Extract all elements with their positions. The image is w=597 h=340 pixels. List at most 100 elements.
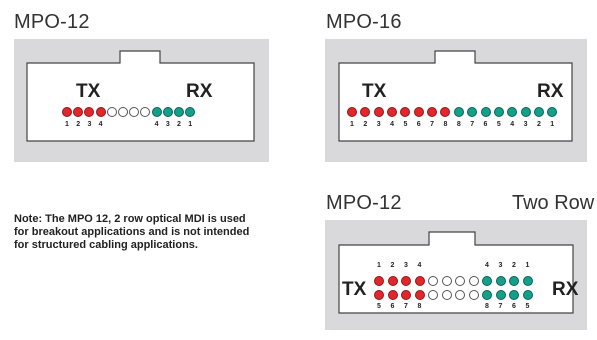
tx-fiber-number: 8	[417, 303, 422, 310]
tx-fiber-number: 6	[390, 303, 395, 310]
tx-fiber-number: 1	[65, 121, 69, 128]
rx-fiber-number: 1	[550, 121, 555, 128]
rx-fiber	[520, 107, 531, 117]
rx-fiber	[453, 107, 464, 117]
unused-fiber	[118, 107, 128, 117]
mpo12-rx-label: RX	[186, 81, 213, 102]
rx-fiber-number: 4	[510, 121, 515, 128]
rx-fiber	[509, 276, 519, 286]
tx-fiber	[360, 107, 371, 117]
unused-fiber	[106, 107, 117, 117]
rx-fiber-number: 2	[512, 262, 516, 269]
rx-fiber-number: 5	[525, 303, 530, 310]
tx-fiber	[73, 107, 84, 117]
mpo12-two-row-rx-label: RX	[552, 279, 579, 300]
rx-fiber-number: 7	[470, 121, 475, 128]
tx-fiber-number: 4	[98, 121, 103, 128]
tx-fiber	[95, 107, 106, 117]
tx-fiber	[84, 107, 95, 117]
tx-fiber-number: 2	[363, 121, 368, 128]
tx-fiber-number: 1	[377, 262, 381, 269]
rx-fiber-number: 6	[512, 303, 516, 310]
mpo16-title: MPO-16	[326, 11, 402, 33]
tx-fiber-number: 7	[404, 303, 408, 310]
unused-fiber	[455, 276, 465, 286]
tx-fiber	[414, 290, 425, 300]
rx-fiber-number: 4	[485, 262, 489, 269]
rx-fiber	[493, 107, 504, 117]
mpo12-two-row-connector-outline	[338, 231, 574, 314]
rx-fiber	[522, 276, 533, 286]
tx-fiber	[401, 276, 411, 286]
tx-fiber-number: 7	[430, 121, 435, 128]
rx-fiber	[509, 290, 519, 300]
rx-fiber-number: 1	[188, 121, 193, 128]
unused-fiber	[441, 290, 452, 300]
rx-fiber-number: 3	[165, 121, 170, 128]
tx-fiber	[413, 107, 424, 117]
rx-fiber-number: 5	[496, 121, 501, 128]
rx-fiber	[467, 107, 478, 117]
tx-fiber	[374, 276, 384, 286]
tx-fiber	[400, 107, 411, 117]
tx-fiber-number: 8	[443, 121, 448, 128]
rx-fiber	[482, 276, 492, 286]
tx-fiber	[401, 290, 411, 300]
unused-fiber	[129, 107, 140, 117]
tx-fiber-number: 5	[377, 303, 381, 310]
rx-fiber-number: 3	[498, 262, 503, 269]
tx-fiber-number: 2	[390, 262, 395, 269]
mpo12-tx-label: TX	[76, 81, 101, 102]
breakout-note: Note: The MPO 12, 2 row optical MDI is u…	[14, 213, 250, 251]
unused-fiber	[428, 290, 438, 300]
mpo16-connector-outline	[338, 50, 573, 142]
tx-fiber	[387, 107, 398, 117]
rx-fiber-number: 3	[523, 121, 528, 128]
rx-fiber	[151, 107, 162, 117]
mpo12-connector-outline	[26, 50, 255, 142]
rx-fiber-number: 8	[485, 303, 489, 310]
tx-fiber-number: 1	[350, 121, 354, 128]
tx-fiber-number: 3	[376, 121, 381, 128]
mpo12-two-row-tx-label: TX	[342, 279, 367, 300]
rx-fiber	[480, 107, 491, 117]
rx-fiber	[547, 107, 558, 117]
rx-fiber	[495, 276, 506, 286]
rx-fiber-number: 6	[483, 121, 488, 128]
tx-fiber-number: 4	[417, 262, 422, 269]
tx-fiber	[414, 276, 425, 286]
rx-fiber	[482, 290, 492, 300]
unused-fiber	[468, 276, 479, 286]
rx-fiber-number: 7	[498, 303, 503, 310]
tx-fiber	[347, 107, 357, 117]
tx-fiber	[387, 276, 398, 286]
rx-fiber	[522, 290, 533, 300]
tx-fiber-number: 2	[76, 121, 81, 128]
unused-fiber	[441, 276, 452, 286]
rx-fiber-number: 2	[177, 121, 181, 128]
unused-fiber	[455, 290, 465, 300]
mpo16-tx-label: TX	[362, 81, 387, 102]
mpo16-rx-label: RX	[537, 81, 564, 102]
tx-fiber	[427, 107, 438, 117]
rx-fiber-number: 1	[525, 262, 530, 269]
mpo12-two-row-title: MPO-12	[326, 192, 402, 214]
rx-fiber	[495, 290, 506, 300]
tx-fiber-number: 6	[416, 121, 421, 128]
unused-fiber	[428, 276, 438, 286]
tx-fiber-number: 5	[403, 121, 408, 128]
rx-fiber-number: 2	[536, 121, 541, 128]
rx-fiber	[507, 107, 518, 117]
rx-fiber-number: 8	[456, 121, 461, 128]
rx-fiber	[162, 107, 173, 117]
rx-fiber	[185, 107, 196, 117]
rx-fiber	[533, 107, 544, 117]
tx-fiber	[440, 107, 451, 117]
tx-fiber	[387, 290, 398, 300]
tx-fiber-number: 4	[390, 121, 394, 128]
tx-fiber-number: 3	[404, 262, 408, 269]
rx-fiber	[174, 107, 184, 117]
mpo12-title: MPO-12	[14, 11, 90, 33]
tx-fiber	[62, 107, 72, 117]
unused-fiber	[468, 290, 479, 300]
